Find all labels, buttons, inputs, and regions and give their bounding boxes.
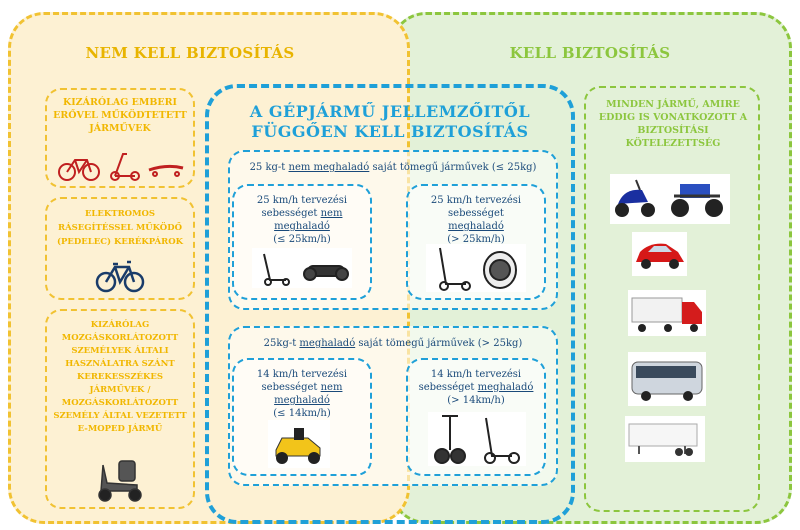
electric-bicycle-icon: [95, 260, 145, 293]
human-powered-box: KIZÁRÓLAG EMBERI ERŐVEL MŰKÖDTETETT JÁRM…: [45, 88, 195, 188]
truck-picture: [628, 290, 706, 336]
box-over-14kmh-text: 14 km/h tervezési sebességet meghaladó (…: [418, 369, 534, 406]
bus-picture: [628, 352, 706, 406]
right-region-title: KELL BIZTOSÍTÁS: [509, 44, 671, 62]
lawnmower-picture: [268, 420, 330, 468]
box-under-14kmh-text: 14 km/h tervezési sebességet nem meghala…: [256, 369, 348, 419]
segway-escooter-picture: [428, 412, 526, 466]
motor-vehicles-picture: [610, 174, 730, 224]
disabled-mobility-box: KIZÁRÓLAG MOZGÁSKORLÁTOZOTT SZEMÉLYEK ÁL…: [45, 309, 195, 509]
disabled-mobility-text: KIZÁRÓLAG MOZGÁSKORLÁTOZOTT SZEMÉLYEK ÁL…: [53, 320, 187, 434]
box-over-25kmh-text: 25 km/h tervezési sebességet meghaladó (…: [430, 195, 522, 245]
group-over-25kg-label: 25kg-t meghaladó saját tömegű járművek (…: [263, 338, 523, 349]
escooter-unicycle-icon: [439, 247, 517, 291]
moped-atv-icon: [615, 179, 723, 217]
middle-region-title: A GÉPJÁRMŰ JELLEMZŐITŐL FÜGGŐEN KELL BIZ…: [220, 102, 560, 142]
segway-escooter-icon: [434, 415, 520, 464]
human-powered-text: KIZÁRÓLAG EMBERI ERŐVEL MŰKÖDTETETT JÁRM…: [53, 97, 187, 134]
trailer-picture: [625, 416, 705, 462]
red-car-icon: [636, 243, 684, 269]
middle-title-line2: FÜGGŐEN KELL BIZTOSÍTÁS: [251, 122, 529, 141]
pedelec-text: ELEKTROMOS RÁSEGÍTÉSSEL MŰKÖDŐ (PEDELEC)…: [57, 209, 183, 247]
middle-title-line1: A GÉPJÁRMŰ JELLEMZŐITŐL: [249, 102, 531, 121]
truck-icon: [631, 297, 702, 332]
bicycle-scooter-skateboard-icon: [58, 153, 184, 181]
escooter-unicycle-picture: [426, 244, 526, 292]
mobility-scooter-icon: [98, 460, 142, 502]
middle-region-depends: [205, 84, 575, 524]
kickscooter-hoverboard-icon: [263, 253, 349, 286]
semi-trailer-icon: [628, 423, 698, 456]
left-region-title: NEM KELL BIZTOSÍTÁS: [85, 44, 295, 62]
riding-lawnmower-icon: [275, 428, 321, 464]
group-under-25kg-label: 25 kg-t nem meghaladó saját tömegű jármű…: [249, 162, 537, 173]
pedelec-box: ELEKTROMOS RÁSEGÍTÉSSEL MŰKÖDŐ (PEDELEC)…: [45, 197, 195, 300]
box-under-25kmh-text: 25 km/h tervezési sebességet nem meghala…: [256, 195, 348, 245]
bus-icon: [631, 361, 703, 401]
kickscooter-hoverboard-picture: [252, 248, 352, 288]
all-vehicles-text: MINDEN JÁRMŰ, AMIRE EDDIG IS VONATKOZOTT…: [598, 99, 748, 149]
car-picture: [632, 232, 687, 276]
